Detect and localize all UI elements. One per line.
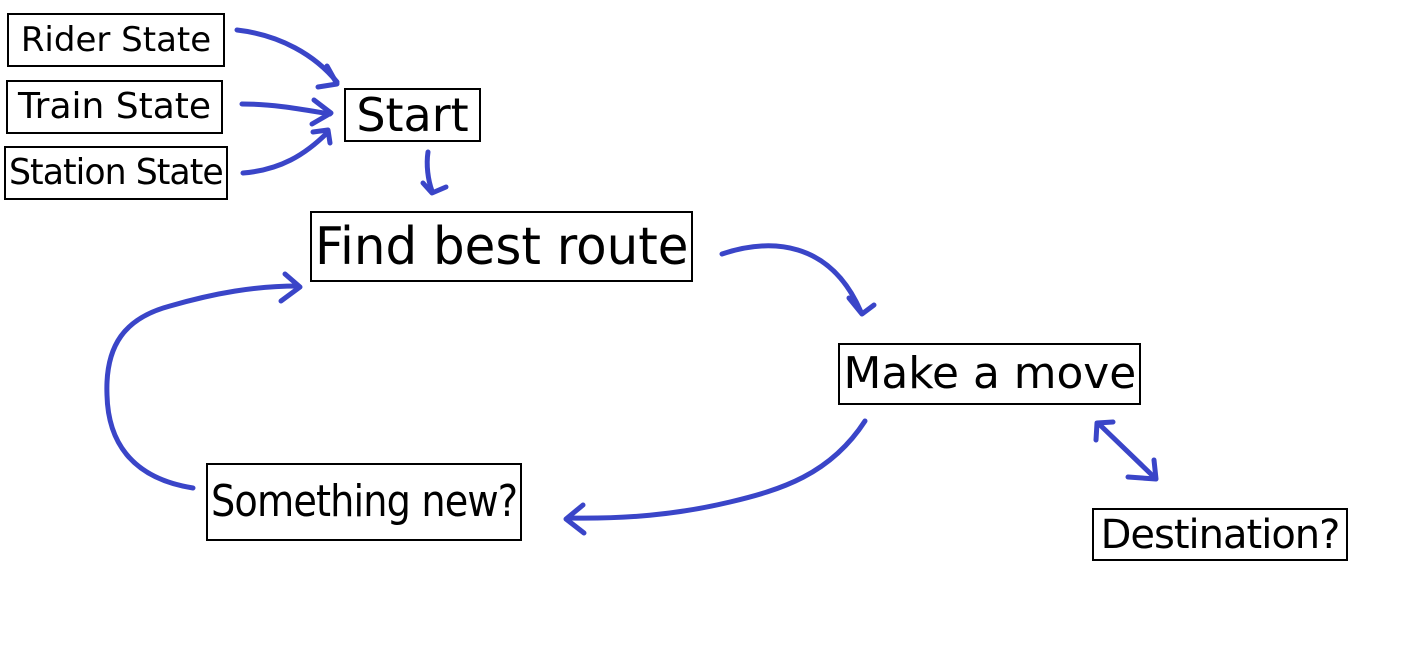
edge-start-to-find [424,149,435,194]
make-a-move-label: Make a move [843,348,1136,399]
start-box: Start [344,88,481,142]
arrowhead-something-to-find [278,271,303,304]
find-best-route-box: Find best route [310,211,693,282]
arrowhead-to-destination [1125,457,1159,482]
destination-box: Destination? [1092,508,1348,561]
rider-state-box: Rider State [7,13,225,67]
something-new-box: Something new? [206,463,522,541]
station-state-label: Station State [9,152,224,193]
find-best-route-label: Find best route [314,216,689,277]
something-new-label: Something new? [210,476,518,527]
arrowhead-station-to-start [310,127,333,146]
arrowhead-train-to-start [309,97,334,127]
destination-label: Destination? [1100,511,1341,558]
edge-make-to-something [565,418,868,521]
station-state-box: Station State [4,146,228,200]
arrowhead-to-make [1093,419,1116,443]
make-a-move-box: Make a move [838,343,1141,405]
train-state-box: Train State [6,80,223,134]
arrowhead-start-to-find [420,180,449,196]
edge-train-to-start [239,101,333,117]
arrowhead-make-to-something [563,502,587,536]
train-state-label: Train State [17,86,212,127]
edge-find-to-make [719,243,864,315]
edge-station-to-start [240,129,331,176]
start-label: Start [356,88,469,142]
edge-something-to-find [104,283,301,491]
arrowhead-rider-to-start [315,63,340,90]
edge-rider-to-start [234,27,340,85]
rider-state-label: Rider State [20,20,212,60]
arrowhead-find-to-make [846,295,877,317]
edge-make-destination [1096,421,1158,481]
